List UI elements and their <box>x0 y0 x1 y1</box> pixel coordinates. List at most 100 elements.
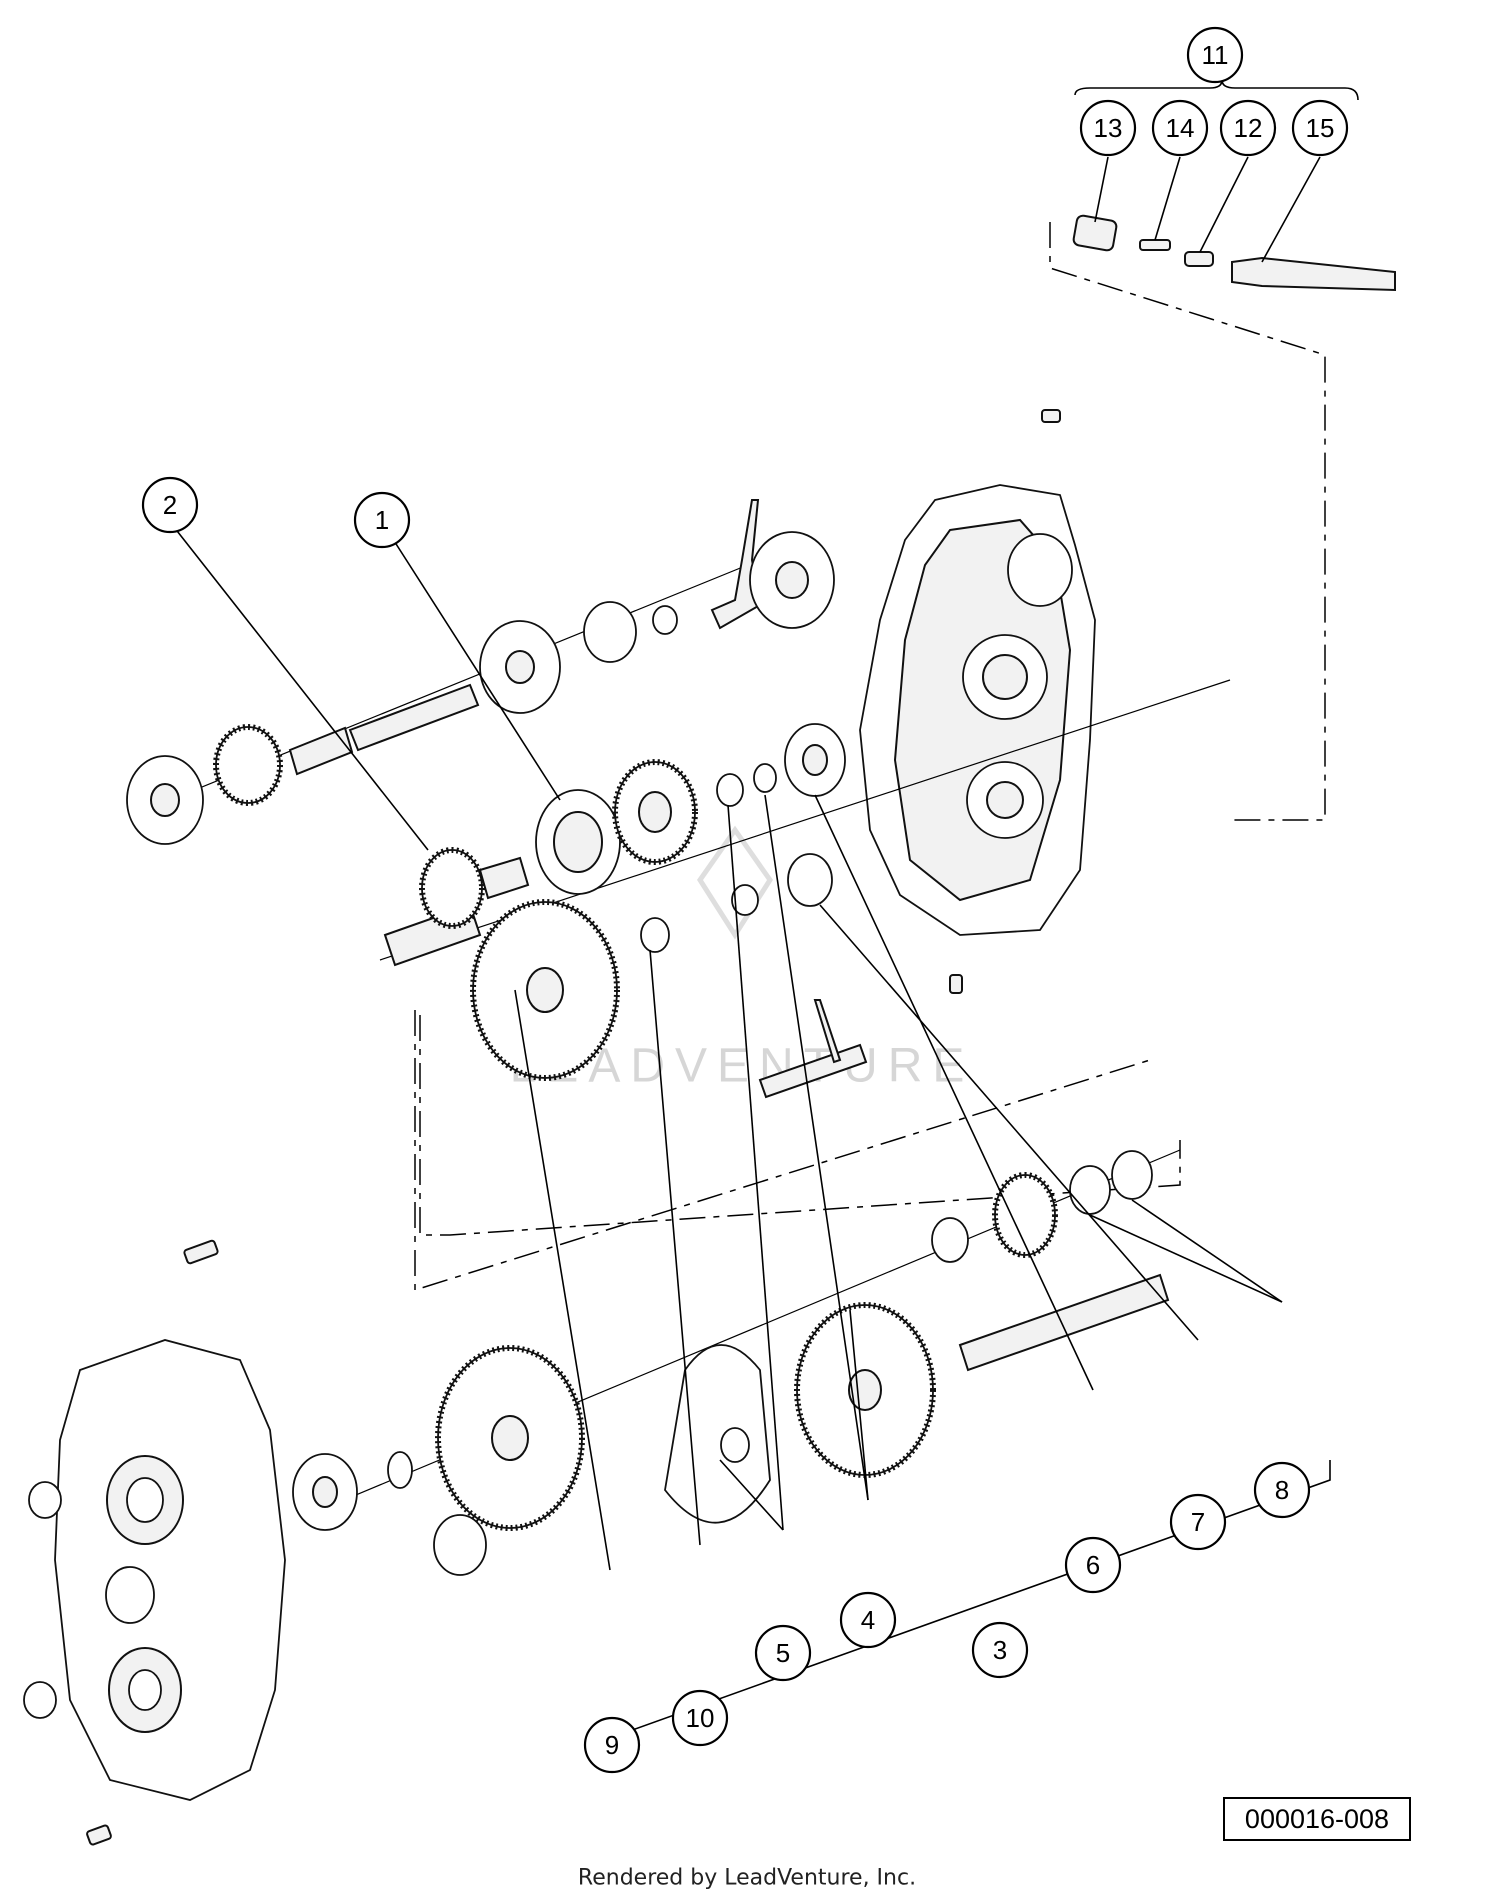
callout-2: 2 <box>141 476 199 534</box>
right-case-half <box>859 409 1096 994</box>
clutch-collar-1-bore <box>553 811 603 873</box>
left-case-outline <box>54 1339 286 1801</box>
callout-5: 5 <box>754 1624 812 1682</box>
leader-5a <box>727 804 784 1531</box>
svg-text:5: 5 <box>776 1638 790 1668</box>
upper-splined-sleeve <box>288 726 354 776</box>
callout-15: 15 <box>1291 99 1349 157</box>
lower-washer <box>931 1217 969 1263</box>
callout-11: 11 <box>1186 26 1244 84</box>
bushing-8a <box>1069 1165 1111 1215</box>
left-case-bolt <box>86 1824 112 1846</box>
svg-text:8: 8 <box>1275 1475 1289 1505</box>
leader-9 <box>514 989 611 1571</box>
middle-shaft-assembly <box>379 679 1231 1099</box>
reference-number: 000016-008 <box>1245 1804 1389 1834</box>
leader-8b <box>1131 1199 1283 1303</box>
left-case-lower-bore-inner <box>128 1669 162 1711</box>
upper-ring <box>583 601 637 663</box>
lower-large-gear-teeth <box>435 1345 585 1531</box>
upper-shaft-assembly <box>126 499 835 845</box>
callout-14: 14 <box>1151 99 1209 157</box>
right-case-drain-bolt <box>949 974 963 994</box>
shift-lever <box>813 999 842 1064</box>
lower-circlip <box>387 1451 413 1489</box>
leader-5b <box>719 1459 784 1531</box>
ir-logo-icon <box>105 1566 155 1624</box>
leader-2 <box>169 521 429 851</box>
lower-left-bearing-bore <box>312 1476 338 1508</box>
right-case-upper-bore-inner <box>982 654 1028 700</box>
leader-8a <box>1089 1214 1283 1303</box>
left-case-seal-lower <box>23 1681 57 1719</box>
upper-right-bearing-bore <box>775 561 809 599</box>
pinion-shaft-2-spline <box>478 856 530 900</box>
lower-small-gear-teeth <box>992 1172 1058 1258</box>
plunger-13 <box>1072 214 1118 252</box>
snap-ring-4 <box>753 763 777 793</box>
leader-7 <box>819 904 1199 1341</box>
leader-10 <box>649 949 701 1546</box>
pin-14 <box>1139 239 1171 251</box>
washer-5 <box>716 773 744 807</box>
leader-4a <box>764 794 869 1501</box>
right-case-lower-bore-inner <box>986 781 1024 819</box>
middle-phantom-line <box>414 1010 1151 1292</box>
seal-7 <box>787 853 833 907</box>
drive-chain <box>664 1344 771 1524</box>
large-gear-9-hub <box>526 967 564 1013</box>
lower-phantom-line <box>419 1015 1181 1236</box>
lower-left-seal <box>433 1514 487 1576</box>
callout-3: 3 <box>971 1621 1029 1679</box>
bearing-6-bore <box>802 744 828 776</box>
snap-ring-lower <box>731 884 759 916</box>
svg-text:10: 10 <box>686 1703 715 1733</box>
large-gear-9-teeth <box>470 899 620 1081</box>
kit-11-phantom-line <box>1049 222 1326 821</box>
svg-text:13: 13 <box>1094 113 1123 143</box>
leader-6 <box>814 794 1094 1391</box>
callout-13: 13 <box>1079 99 1137 157</box>
output-shaft <box>958 1273 1170 1372</box>
clutch-gear-bore <box>638 791 672 833</box>
reference-number-box: 000016-008 <box>1223 1797 1411 1841</box>
callout-4: 4 <box>839 1591 897 1649</box>
leader-lines <box>169 156 1331 1761</box>
neutral-switch <box>183 1239 219 1265</box>
leader-13 <box>1094 156 1109 223</box>
svg-text:1: 1 <box>375 505 389 535</box>
svg-text:15: 15 <box>1306 113 1335 143</box>
left-case-seal-upper <box>28 1481 62 1519</box>
callout-8: 8 <box>1253 1461 1311 1519</box>
bushing-8b <box>1111 1150 1153 1200</box>
upper-circlip <box>652 605 678 635</box>
leader-15 <box>1261 156 1321 263</box>
watermark-logo-icon <box>696 825 774 940</box>
upper-collar-bore <box>505 650 535 684</box>
pinion-gear-2-teeth <box>419 847 485 929</box>
upper-small-gear-teeth <box>213 724 283 806</box>
upper-shaft <box>348 683 480 752</box>
right-case-top-boss <box>1007 533 1073 607</box>
lower-large-gear-hub <box>491 1415 529 1461</box>
shaft-15 <box>1231 256 1396 292</box>
left-case-upper-bore-inner <box>126 1477 164 1523</box>
leader-4b <box>849 1309 869 1501</box>
footer-credit: Rendered by LeadVenture, Inc. <box>578 1866 916 1891</box>
right-case-vent-cap <box>1041 409 1061 423</box>
callout-6: 6 <box>1064 1536 1122 1594</box>
callout-12: 12 <box>1219 99 1277 157</box>
leader-14 <box>1154 156 1181 241</box>
svg-text:2: 2 <box>163 490 177 520</box>
callout-10: 10 <box>671 1689 729 1747</box>
svg-text:9: 9 <box>605 1730 619 1760</box>
callout-7: 7 <box>1169 1493 1227 1551</box>
left-case-half <box>23 1239 286 1846</box>
svg-text:14: 14 <box>1166 113 1195 143</box>
svg-text:12: 12 <box>1234 113 1263 143</box>
washer-10 <box>640 917 670 953</box>
clutch-gear-teeth <box>612 759 698 865</box>
svg-text:4: 4 <box>861 1605 875 1635</box>
svg-text:11: 11 <box>1202 40 1229 70</box>
